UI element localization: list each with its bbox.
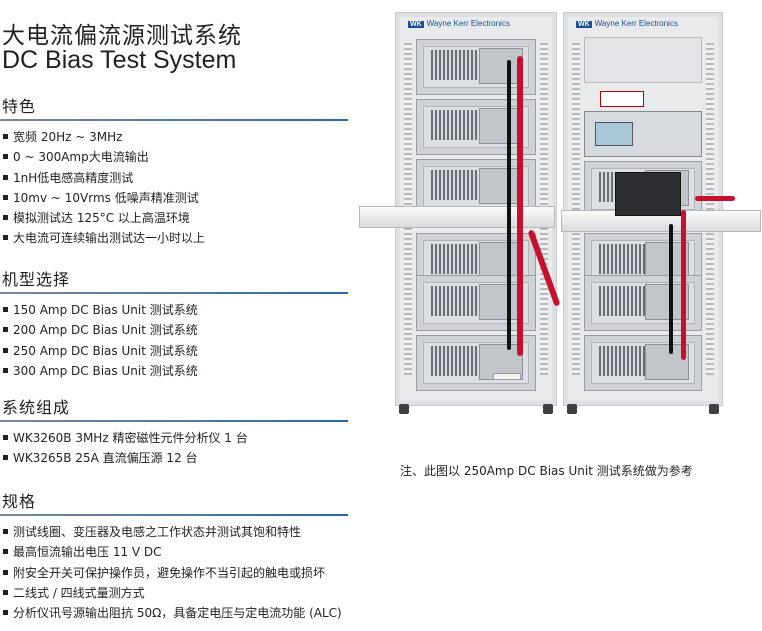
red-cable [517, 56, 523, 356]
section-rule [0, 292, 348, 294]
bullet-icon [3, 549, 8, 555]
bullet-icon [3, 235, 8, 241]
section-rule [0, 420, 348, 422]
bullet-icon [3, 215, 8, 221]
bullet-icon [3, 610, 8, 616]
list-item: 模拟测试达 125°C 以上高温环境 [0, 208, 350, 228]
rack-rail [572, 43, 580, 375]
list-item: 分析仪讯号源输出阻抗 50Ω，具备定电压与定电流功能 (ALC) [0, 603, 350, 623]
bias-unit [416, 275, 536, 331]
warning-label [600, 91, 644, 107]
section-features: 特色 宽频 20Hz ~ 3MHz 0 ~ 300Amp大电流输出 1nH低电感… [0, 97, 350, 249]
bullet-icon [3, 174, 8, 180]
list-item: 300 Amp DC Bias Unit 测试系统 [0, 361, 350, 381]
section-rule [0, 514, 348, 516]
list-item: 200 Amp DC Bias Unit 测试系统 [0, 320, 350, 340]
bias-unit [416, 159, 536, 215]
rack-foot [709, 404, 719, 414]
bullet-icon [3, 347, 8, 353]
bullet-icon [3, 589, 8, 595]
work-shelf [359, 206, 555, 228]
bullet-icon [3, 455, 8, 461]
bullet-icon [3, 194, 8, 200]
section-heading: 机型选择 [2, 270, 71, 289]
rack-foot [399, 404, 409, 414]
black-cable [669, 224, 673, 354]
section-rule [0, 119, 348, 121]
section-heading: 系统组成 [2, 398, 71, 417]
rack-rail [706, 43, 714, 375]
bullet-icon [3, 569, 8, 575]
bullet-icon [3, 367, 8, 373]
section-heading: 特色 [2, 97, 37, 116]
list-item: 宽频 20Hz ~ 3MHz [0, 127, 350, 147]
black-cable [507, 60, 511, 350]
list-item: 250 Amp DC Bias Unit 测试系统 [0, 341, 350, 361]
list-item: 附安全开关可保护操作员，避免操作不当引起的触电或损坏 [0, 563, 350, 583]
photo-note: 注、此图以 250Amp DC Bias Unit 测试系统做为参考 [400, 464, 693, 478]
bullet-icon [3, 154, 8, 160]
list-item: 1nH低电感高精度测试 [0, 168, 350, 188]
bullet-icon [3, 435, 8, 440]
bullet-icon [3, 529, 8, 534]
section-models: 机型选择 150 Amp DC Bias Unit 测试系统 200 Amp D… [0, 270, 350, 381]
list-item: 测试线圈、变压器及电感之工作状态并测试其饱和特性 [0, 522, 350, 542]
list-item: WK3265B 25A 直流偏压源 12 台 [0, 448, 350, 468]
bias-unit [416, 335, 536, 391]
rack-foot [543, 404, 553, 414]
bullet-icon [3, 327, 8, 333]
blank-panel [584, 37, 702, 83]
analyzer-unit [584, 111, 702, 157]
list-item: 150 Amp DC Bias Unit 测试系统 [0, 300, 350, 320]
test-fixture [615, 172, 681, 216]
list-item: 二线式 / 四线式量测方式 [0, 583, 350, 603]
list-item: 10mv ~ 10Vrms 低噪声精准测试 [0, 188, 350, 208]
bullet-icon [3, 134, 8, 139]
title-chinese: 大电流偏流源测试系统 [2, 23, 242, 49]
list-item: WK3260B 3MHz 精密磁性元件分析仪 1 台 [0, 428, 350, 448]
list-item: 0 ~ 300Amp大电流输出 [0, 147, 350, 167]
red-cable [681, 210, 686, 360]
section-heading: 规格 [2, 492, 37, 511]
list-item: 大电流可连续输出测试达一小时以上 [0, 228, 350, 248]
bullet-icon [3, 307, 8, 312]
section-composition: 系统组成 WK3260B 3MHz 精密磁性元件分析仪 1 台 WK3265B … [0, 398, 350, 469]
title-english: DC Bias Test System [2, 46, 237, 74]
red-cable [695, 196, 735, 201]
rack-foot [567, 404, 577, 414]
list-item: 最高恒流输出电压 11 V DC [0, 542, 350, 562]
bias-unit [416, 99, 536, 155]
section-specs: 规格 测试线圈、变压器及电感之工作状态并测试其饱和特性 最高恒流输出电压 11 … [0, 492, 350, 623]
